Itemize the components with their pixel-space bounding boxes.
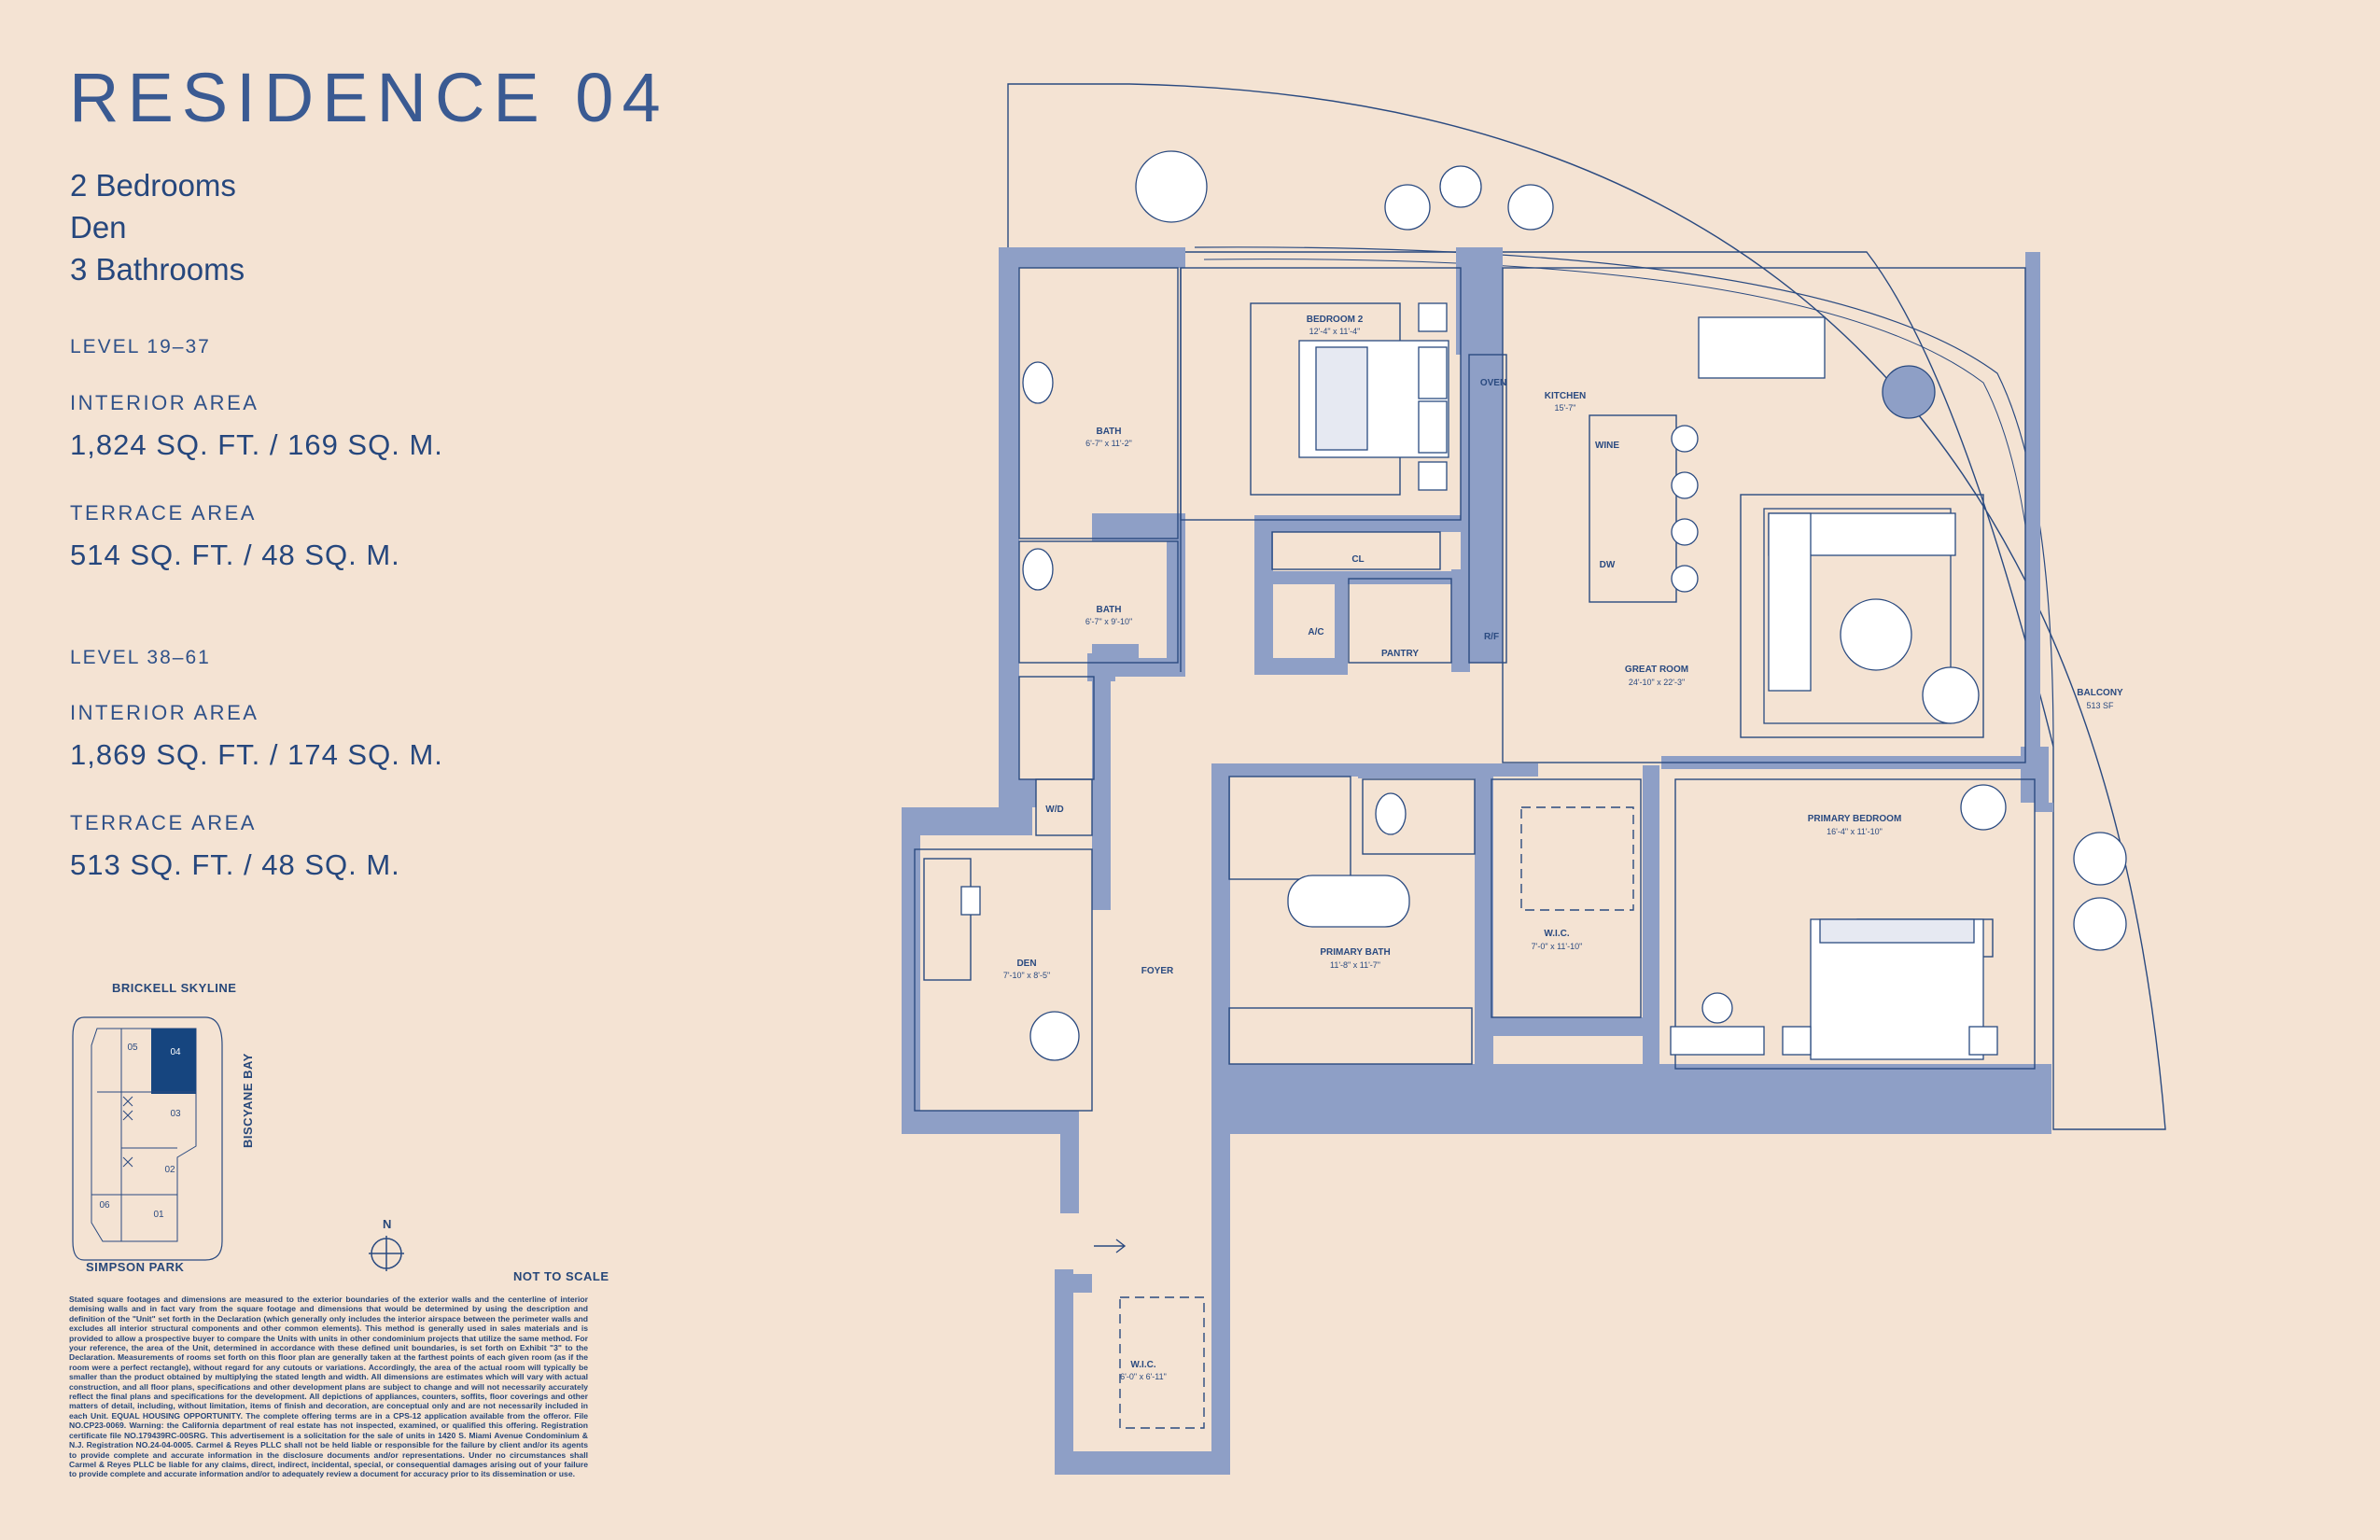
room-great: GREAT ROOM — [1625, 665, 1688, 675]
room-primary-bedroom-dim: 16'-4" x 11'-10" — [1827, 827, 1883, 836]
room-balcony: BALCONY — [2077, 688, 2123, 698]
room-bedroom2-dim: 12'-4" x 11'-4" — [1309, 327, 1361, 336]
room-bath2-dim: 6'-7" x 9'-10" — [1085, 617, 1132, 626]
keyplan-top-label: BRICKELL SKYLINE — [112, 981, 237, 995]
room-bath2: BATH — [1096, 605, 1121, 615]
interior-area-value-2: 1,869 SQ. FT. / 174 SQ. M. — [70, 738, 443, 771]
kitchen-oven: OVEN — [1480, 378, 1506, 388]
kitchen-wine: WINE — [1595, 441, 1619, 451]
keyplan-unit-02: 02 — [164, 1165, 175, 1175]
room-bath1-dim: 6'-7" x 11'-2" — [1085, 439, 1132, 448]
interior-area-value-1: 1,824 SQ. FT. / 169 SQ. M. — [70, 428, 443, 461]
bedrooms-count: 2 Bedrooms — [70, 168, 236, 203]
room-primary-bath-dim: 11'-8" x 11'-7" — [1330, 960, 1380, 970]
room-bath1: BATH — [1096, 427, 1121, 437]
compass-icon — [369, 1236, 404, 1271]
room-wic2: W.I.C. — [1544, 929, 1569, 939]
keyplan-unit-04: 04 — [170, 1047, 181, 1057]
keyplan-unit-01: 01 — [153, 1210, 164, 1220]
keyplan-unit-highlight — [151, 1029, 196, 1094]
room-pantry: PANTRY — [1381, 649, 1419, 659]
room-foyer: FOYER — [1141, 966, 1174, 976]
balcony-outline — [1007, 83, 2166, 1130]
keyplan-unit-03: 03 — [170, 1109, 181, 1119]
level-range-2: LEVEL 38–61 — [70, 647, 211, 668]
room-ac: A/C — [1308, 627, 1323, 637]
room-great-dim: 24'-10" x 22'-3" — [1629, 678, 1685, 687]
interior-area-label-2: INTERIOR AREA — [70, 701, 259, 724]
terrace-area-label-2: TERRACE AREA — [70, 811, 257, 834]
room-primary-bedroom: PRIMARY BEDROOM — [1808, 814, 1902, 824]
scale-note: NOT TO SCALE — [513, 1269, 609, 1283]
level-range-1: LEVEL 19–37 — [70, 336, 211, 357]
room-kitchen: KITCHEN — [1545, 391, 1586, 401]
keyplan-unit-06: 06 — [99, 1200, 110, 1211]
bathrooms-count: 3 Bathrooms — [70, 252, 245, 287]
keyplan-bottom-label: SIMPSON PARK — [86, 1260, 185, 1274]
interior-area-label-1: INTERIOR AREA — [70, 391, 259, 414]
terrace-area-label-1: TERRACE AREA — [70, 501, 257, 525]
room-kitchen-dim: 15'-7" — [1555, 403, 1576, 413]
keyplan-diagram: 05 04 03 02 06 01 — [72, 1016, 223, 1261]
page-title: RESIDENCE 04 — [69, 59, 669, 136]
keyplan-unit-05: 05 — [127, 1043, 138, 1053]
room-bedroom2: BEDROOM 2 — [1307, 315, 1364, 325]
room-wic1-dim: 6'-0" x 6'-11" — [1120, 1372, 1167, 1381]
room-wic2-dim: 7'-0" x 11'-10" — [1532, 942, 1583, 951]
legal-disclaimer: Stated square footages and dimensions ar… — [69, 1295, 588, 1479]
room-den: DEN — [1016, 959, 1036, 969]
compass-letter: N — [383, 1217, 392, 1231]
room-wic1: W.I.C. — [1130, 1360, 1155, 1370]
den-label: Den — [70, 210, 127, 245]
kitchen-rf: R/F — [1484, 632, 1499, 642]
room-balcony-dim: 513 SF — [2086, 701, 2114, 710]
room-primary-bath: PRIMARY BATH — [1320, 947, 1390, 958]
terrace-area-value-2: 513 SQ. FT. / 48 SQ. M. — [70, 848, 400, 881]
room-wd: W/D — [1045, 805, 1063, 815]
terrace-area-value-1: 514 SQ. FT. / 48 SQ. M. — [70, 539, 400, 571]
kitchen-dw: DW — [1600, 560, 1616, 570]
room-den-dim: 7'-10" x 8'-5" — [1003, 971, 1050, 980]
room-closet: CL — [1351, 554, 1364, 565]
entry-arrow-icon — [1094, 1239, 1127, 1253]
